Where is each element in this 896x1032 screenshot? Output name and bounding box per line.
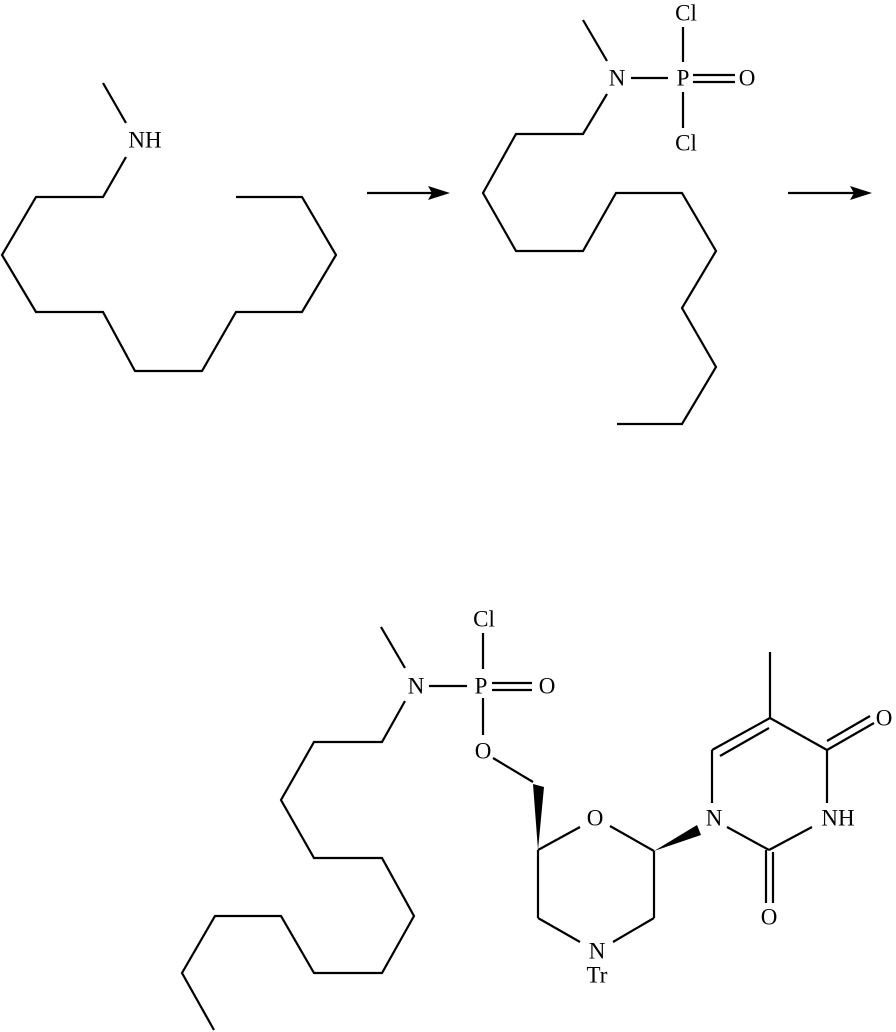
intermediate-alkyl-chain: [481, 93, 718, 426]
product-thymine-c5-c4-bond: [769, 717, 828, 751]
product-thymine-n3-c2-bond: [768, 826, 813, 851]
product-thymine-c4-o-bond-1: [826, 722, 875, 751]
product-thymine-c4-o-bond-2: [826, 715, 871, 742]
product-thymine-n1-c2-bond: [726, 826, 770, 851]
intermediate-cl-top-label: Cl: [675, 1, 697, 26]
product-c-n-wedge-bond: [654, 825, 701, 851]
product-ring-o-label: O: [587, 806, 604, 831]
reactant-nh-label: NH: [128, 128, 161, 153]
product-thymine-o2-label: O: [761, 905, 778, 930]
reactant-structure: NH: [0, 82, 338, 373]
product-ring-n-label: N: [589, 939, 606, 964]
product-oxo-label: O: [539, 674, 556, 699]
arrow-1-head-icon: [428, 186, 450, 200]
intermediate-p-label: P: [677, 66, 690, 91]
reaction-arrow-2: [788, 186, 872, 200]
product-n-label: N: [408, 674, 425, 699]
product-p-label: P: [475, 674, 488, 699]
arrow-2-head-icon: [850, 186, 872, 200]
product-ch2-wedge-bond: [533, 784, 544, 850]
product-thymine-c6-c5-bond: [711, 717, 771, 751]
intermediate-o-label: O: [739, 66, 756, 91]
product-ester-o-label: O: [475, 739, 492, 764]
intermediate-methyl-bond: [582, 19, 608, 62]
product-ring-c6-n-bond: [537, 917, 581, 943]
product-cl-label: Cl: [473, 607, 495, 632]
product-methyl-bond: [380, 626, 406, 669]
product-ring-c-o-bond: [537, 826, 581, 851]
product-thymine-n1-label: N: [706, 806, 723, 831]
reactant-methyl-bond: [102, 82, 127, 124]
product-ring-o-c-bond: [609, 825, 655, 852]
intermediate-cl-bottom-label: Cl: [675, 131, 697, 156]
product-alkyl-chain: [180, 700, 416, 1031]
product-ring-c3-n-bond: [612, 917, 655, 943]
product-o-ch2-bond: [492, 757, 534, 783]
reaction-arrow-1: [367, 186, 450, 200]
intermediate-n-label: N: [609, 66, 626, 91]
product-thymine-c6-c5-inner-bond: [719, 727, 770, 757]
product-thymine-o4-label: O: [876, 706, 893, 731]
product-thymine-nh-label: NH: [821, 806, 854, 831]
reactant-alkyl-chain: [0, 156, 338, 373]
product-structure: N P O Cl O O N Tr N O NH: [180, 607, 893, 1031]
product-tr-label: Tr: [587, 963, 608, 988]
intermediate-structure: N P O Cl Cl: [481, 1, 756, 426]
